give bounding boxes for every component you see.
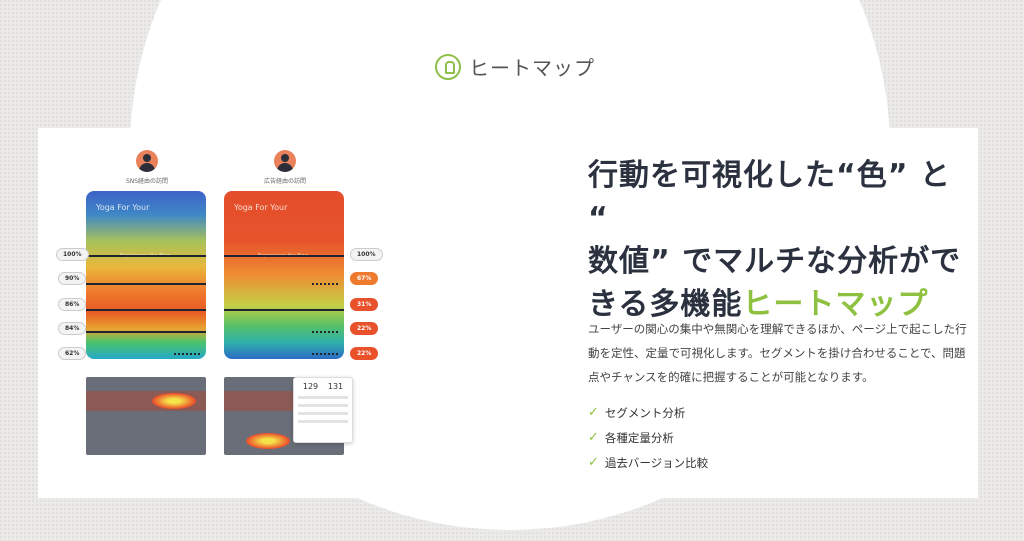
scroll-rate-pill: 100% — [56, 248, 89, 261]
check-icon: ✓ — [588, 405, 599, 420]
heatmap-column-ads: 広告経由の訪問 Yoga For Your Experience the Flo… — [224, 150, 346, 359]
headline: 行動を可視化した“色” と “ 数値” でマルチな分析がで きる多機能ヒートマッ… — [588, 154, 968, 326]
scroll-line — [86, 331, 206, 333]
scroll-line — [86, 255, 206, 257]
avatar — [136, 150, 158, 172]
phone-title: Yoga For Your — [96, 203, 150, 212]
click-hotspot — [152, 393, 196, 409]
tooltip-row — [298, 420, 348, 423]
description: ユーザーの関心の集中や無関心を理解できるほか、ページ上で起こした行動を定性、定量… — [588, 322, 967, 384]
section-title: ヒートマップ — [469, 56, 595, 80]
scroll-line — [86, 283, 206, 285]
scroll-line — [224, 255, 344, 257]
scroll-line — [224, 309, 344, 311]
heatmap-column-sns: SNS経由の訪問 Yoga For Your Experience the Fl… — [86, 150, 208, 359]
feature-label: セグメント分析 — [604, 405, 686, 420]
scroll-rate-pill: 90% — [58, 272, 87, 285]
tooltip-value: 129 — [302, 382, 319, 391]
headline-highlight: ヒートマップ — [742, 287, 929, 322]
scroll-rate-pill: 31% — [350, 298, 379, 311]
tooltip-row — [298, 396, 348, 399]
feature-label: 各種定量分析 — [604, 430, 674, 445]
scroll-line-dotted — [174, 353, 200, 357]
scroll-rate-pill: 86% — [58, 298, 87, 311]
scroll-line-dotted — [312, 353, 338, 357]
headline-line: 数値” でマルチな分析がで — [588, 244, 962, 279]
scroll-rate-pill: 62% — [58, 347, 87, 360]
column-label: 広告経由の訪問 — [263, 178, 306, 185]
click-hotspot — [246, 433, 290, 449]
headline-line: きる多機能ヒートマップ — [588, 283, 968, 326]
check-icon: ✓ — [588, 455, 599, 470]
scroll-line — [86, 309, 206, 311]
headline-line: 行動を可視化した“色” と “ — [588, 158, 951, 236]
scroll-line-dotted — [312, 331, 338, 335]
feature-item: ✓ 各種定量分析 — [588, 425, 708, 450]
scroll-line-dotted — [312, 283, 338, 287]
phone-title: Yoga For Your — [234, 203, 288, 212]
feature-label: 過去バージョン比較 — [604, 455, 709, 470]
avatar — [274, 150, 296, 172]
heatmap-phone: Yoga For Your Experience the Flow — [86, 191, 206, 359]
heatmap-phone: Yoga For Your Experience the Flow — [224, 191, 344, 359]
lightbulb-icon — [435, 53, 461, 80]
section-header: ヒートマップ — [435, 52, 595, 81]
check-icon: ✓ — [588, 430, 599, 445]
scroll-rate-pill: 22% — [350, 322, 379, 335]
click-stats-tooltip: 129 131 — [293, 377, 353, 443]
headline-text: きる多機能 — [588, 287, 743, 322]
feature-item: ✓ 過去バージョン比較 — [588, 450, 708, 475]
scroll-rate-pill: 67% — [350, 272, 379, 285]
scroll-rate-pill: 100% — [350, 248, 383, 261]
feature-list: ✓ セグメント分析 ✓ 各種定量分析 ✓ 過去バージョン比較 — [588, 400, 708, 475]
scroll-rate-pill: 22% — [350, 347, 379, 360]
tooltip-value: 131 — [327, 382, 344, 391]
clickmap-preview — [86, 377, 206, 455]
tooltip-row — [298, 404, 348, 407]
feature-item: ✓ セグメント分析 — [588, 400, 708, 425]
scroll-rate-pill: 84% — [58, 322, 87, 335]
column-label: SNS経由の訪問 — [125, 178, 169, 185]
tooltip-row — [298, 412, 348, 415]
